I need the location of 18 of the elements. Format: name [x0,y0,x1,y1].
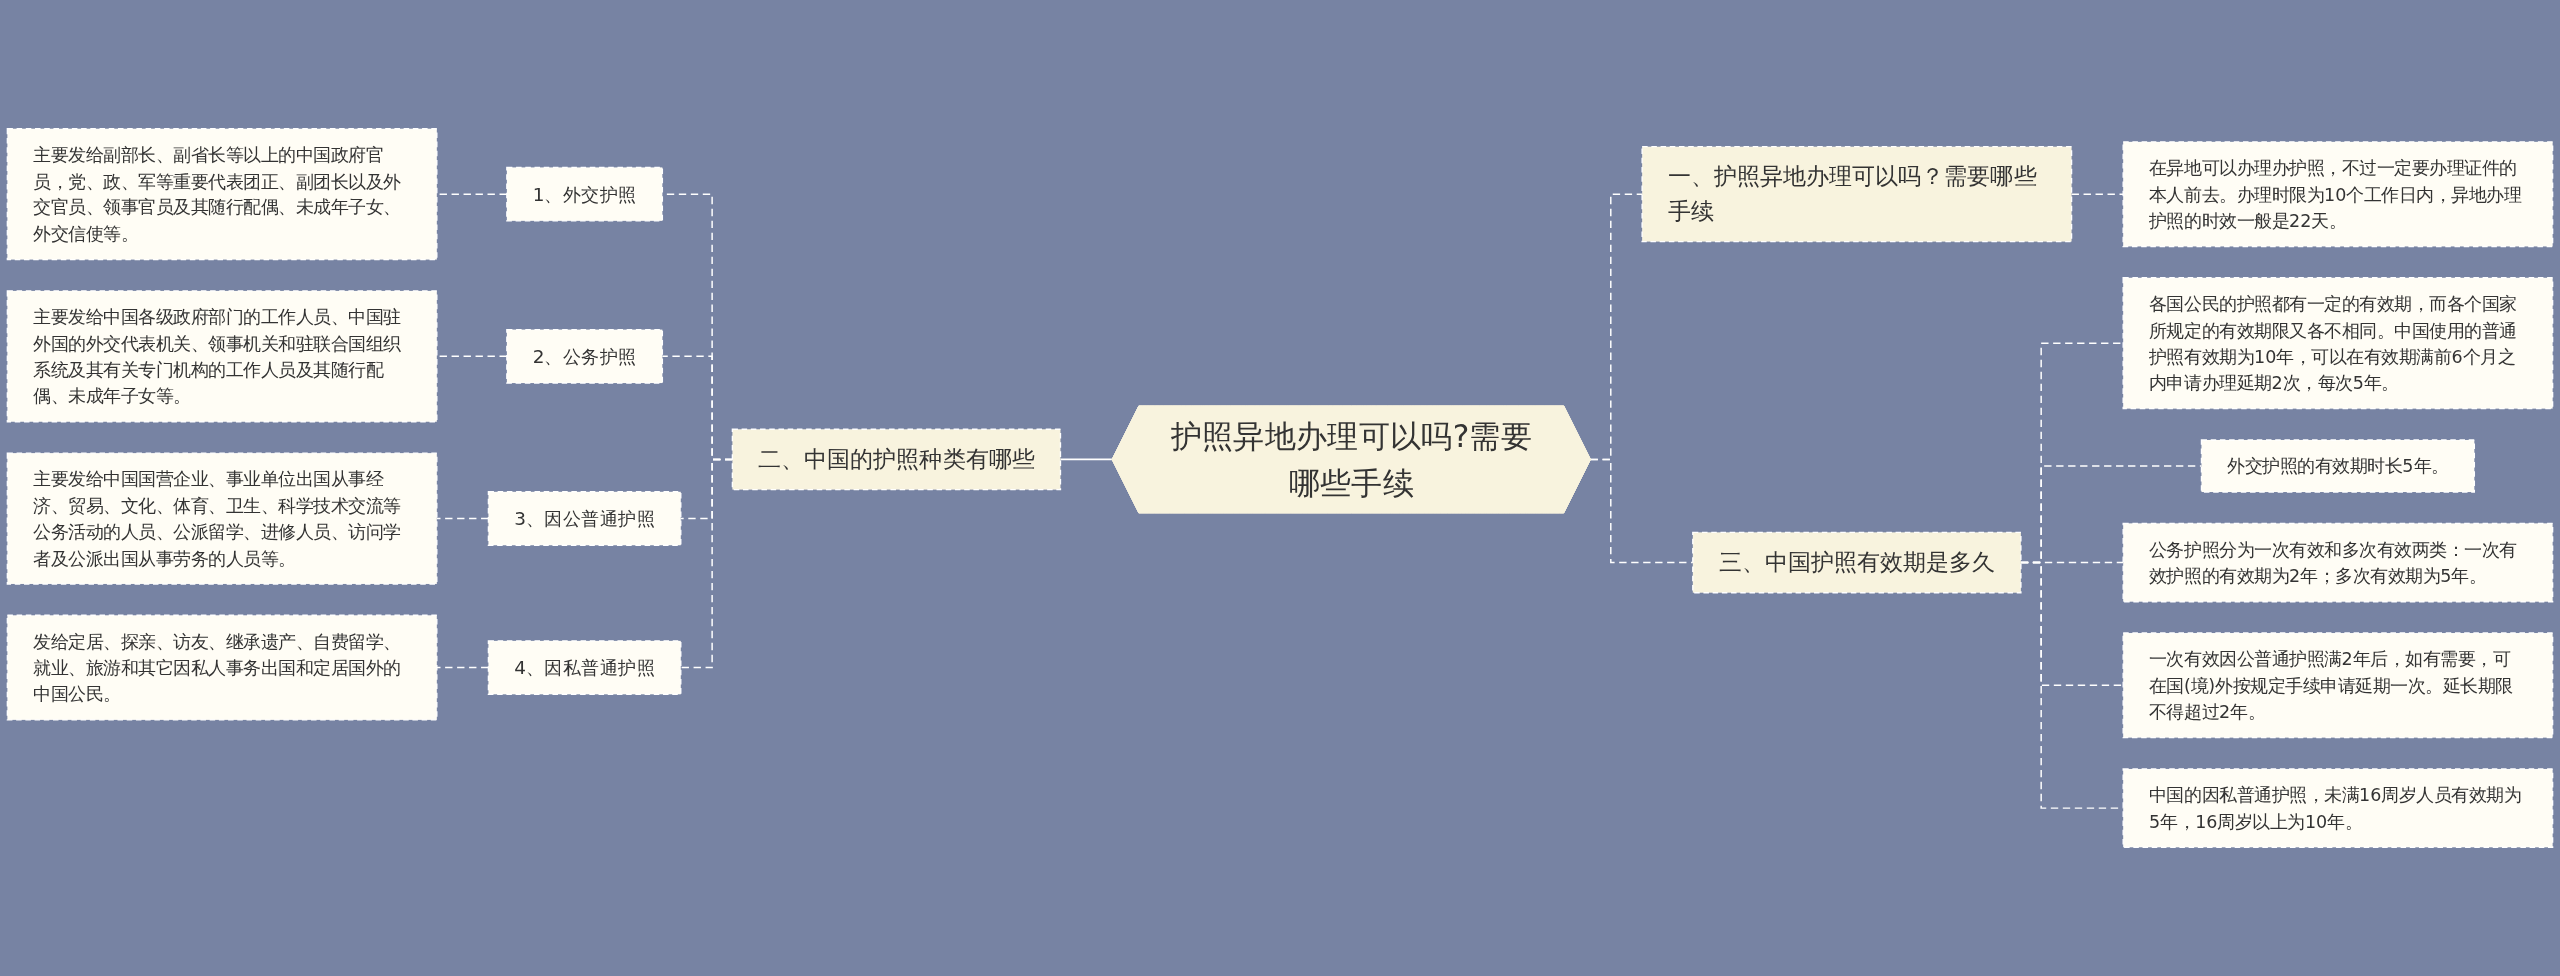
node-box: 发给定居、探亲、访友、继承遗产、自费留学、就业、旅游和其它因私人事务出国和定居国外的中国公民。 [6,614,438,721]
node-box: 3、因公普通护照 [487,491,682,546]
node-box: 二、中国的护照种类有哪些 [731,428,1062,491]
node-box: 在异地可以办理办护照，不过一定要办理证件的本人前去。办理时限为10个工作日内，异地办理护照的时效一般是22天。 [2122,141,2554,248]
node-box: 中国的因私普通护照，未满16周岁人员有效期为5年，16周岁以上为10年。 [2122,768,2554,848]
node-box: 各国公民的护照都有一定的有效期，而各个国家所规定的有效期限又各不相同。中国使用的普通护照有效期为10年，可以在有效期满前6个月之内申请办理延期2次，每次5年。 [2122,277,2554,410]
node-box: 三、中国护照有效期是多久 [1692,531,2022,594]
node-box: 一次有效因公普通护照满2年后，如有需要，可在国(境)外按规定手续申请延期一次。延长期限不得超过2年。 [2122,632,2554,739]
connector [2020,561,2124,809]
node-box: 4、因私普通护照 [487,640,682,695]
node-box: 主要发给中国各级政府部门的工作人员、中国驻外国的外交代表机关、领事机关和驻联合国组织系统及其有关专门机构的工作人员及其随行配偶、未成年子女等。 [6,290,438,423]
node-box: 主要发给中国国营企业、事业单位出国从事经济、贸易、文化、体育、卫生、科学技术交流等公务活动的人员、公派留学、进修人员、访问学者及公派出国从事劳务的人员等。 [6,452,438,585]
node-box: 一、护照异地办理可以吗？需要哪些手续 [1641,146,2073,243]
node-box: 公务护照分为一次有效和多次有效两类：一次有效护照的有效期为2年；多次有效期为5年。 [2122,522,2554,603]
node-box: 1、外交护照 [506,166,664,222]
node-box: 主要发给副部长、副省长等以上的中国政府官员，党、政、军等重要代表团正、副团长以及外交官员、领事官员及其随行配偶、未成年子女、外交信使等。 [6,128,438,261]
node-box: 2、公务护照 [506,328,664,384]
node-box: 外交护照的有效期时长5年。 [2200,439,2476,493]
